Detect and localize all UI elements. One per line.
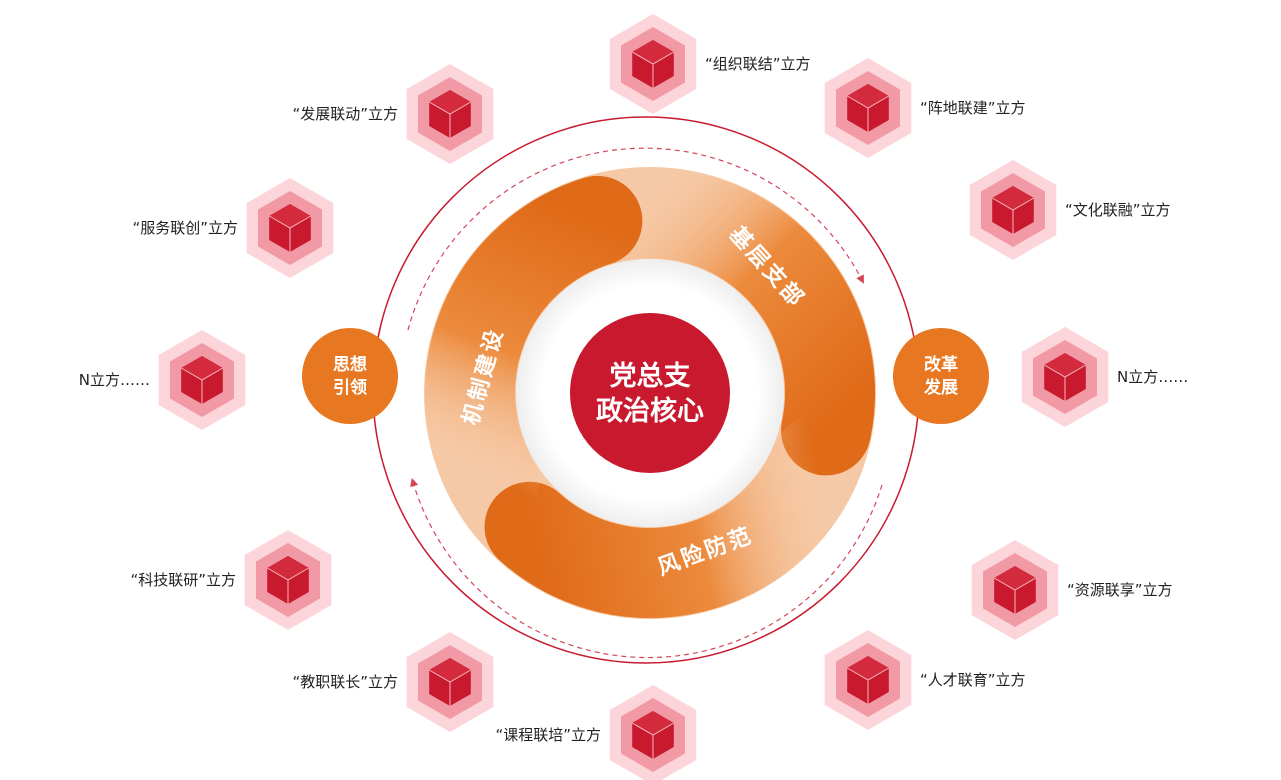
cube-label: “人才联育”立方: [920, 671, 1026, 689]
side-node-line1: 思想: [333, 354, 367, 375]
dashed-arrow-top: [407, 147, 864, 331]
cube-node: “发展联动”立方: [292, 64, 494, 164]
core-title-line1: 党总支: [610, 361, 691, 392]
cube-node: “科技联研”立方: [130, 530, 332, 630]
cube-icon: [969, 160, 1057, 260]
cube-label: “资源联享”立方: [1067, 581, 1173, 599]
cube-label: “文化联融”立方: [1065, 201, 1171, 219]
side-node-line1: 改革: [924, 354, 958, 375]
cube-icon: [824, 630, 912, 730]
cube-icon: [609, 685, 697, 780]
segment-arc-mechanism: [425, 175, 643, 528]
core-circle: [570, 313, 730, 473]
cube-node: “文化联融”立方: [969, 160, 1171, 260]
cube-icon: [824, 58, 912, 158]
segment-arc-grassroots: [573, 168, 875, 476]
cube-icon: [406, 632, 494, 732]
core-title-line2: 政治核心: [596, 395, 704, 427]
cube-icon: [158, 330, 246, 430]
segment-arc-risk: [484, 415, 862, 618]
cube-node: “阵地联建”立方: [824, 58, 1026, 158]
cube-node: N立方……: [79, 330, 246, 430]
cube-node: N立方……: [1021, 327, 1188, 427]
cube-node: “课程联培”立方: [495, 685, 697, 780]
cube-label: “阵地联建”立方: [920, 99, 1026, 117]
cube-label: N立方……: [79, 371, 150, 389]
cube-label: “科技联研”立方: [130, 571, 236, 589]
side-node-reform: 改革 发展: [893, 328, 989, 424]
cube-icon: [406, 64, 494, 164]
cube-icon: [244, 530, 332, 630]
cube-icon: [1021, 327, 1109, 427]
cube-node: “教职联长”立方: [292, 632, 494, 732]
cube-node: “服务联创”立方: [132, 178, 334, 278]
cube-label: “课程联培”立方: [495, 726, 601, 744]
cube-label: “服务联创”立方: [132, 219, 238, 237]
cube-icon: [971, 540, 1059, 640]
cube-label: “发展联动”立方: [292, 105, 398, 123]
cube-icon: [609, 14, 697, 114]
cube-icon: [246, 178, 334, 278]
side-node-line2: 引领: [333, 377, 367, 398]
cube-node: “人才联育”立方: [824, 630, 1026, 730]
side-node-line2: 发展: [923, 377, 958, 398]
cube-node: “组织联结”立方: [609, 14, 811, 114]
cube-node: “资源联享”立方: [971, 540, 1173, 640]
cube-label: N立方……: [1117, 368, 1188, 386]
side-node-thought: 思想 引领: [302, 328, 398, 424]
cube-label: “组织联结”立方: [705, 55, 811, 73]
cube-label: “教职联长”立方: [292, 673, 398, 691]
